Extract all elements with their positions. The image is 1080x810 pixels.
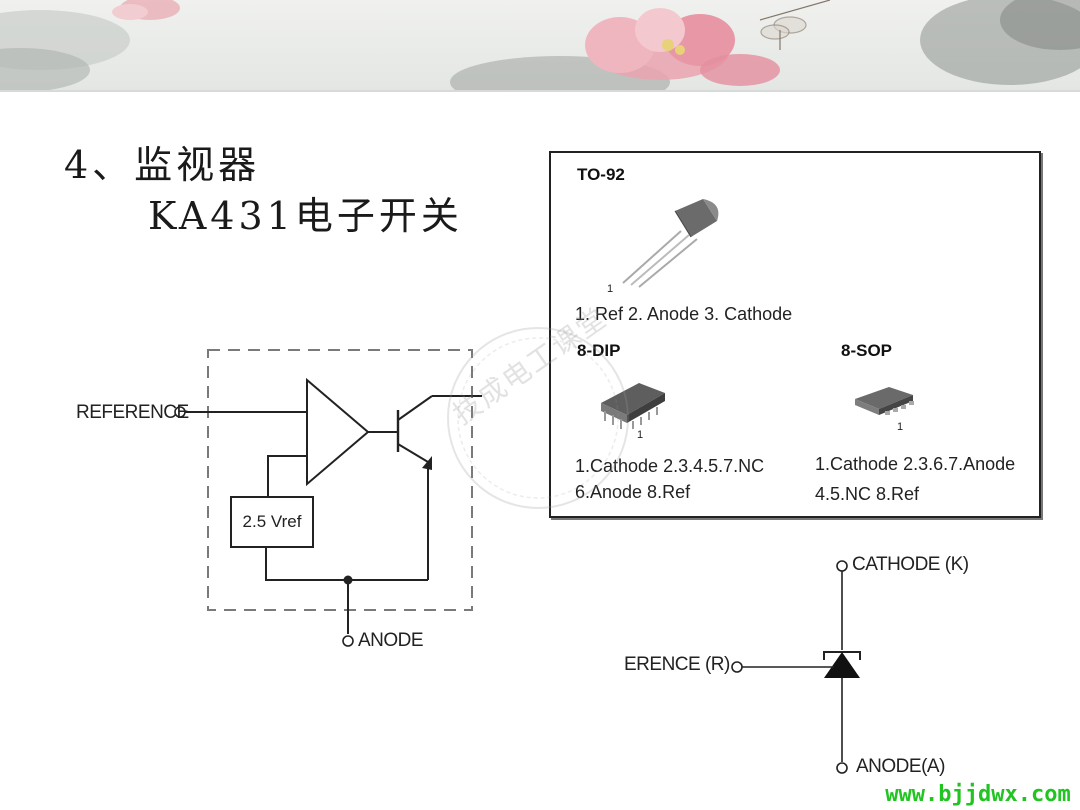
banner-divider [0,90,1080,92]
to92-heading: TO-92 [577,165,625,184]
ground-bus [265,548,428,581]
dip8-pinout-line1: 1.Cathode 2.3.4.5.7.NC [575,456,765,476]
symbol-reference-terminal [731,661,743,673]
reference-label: REFERENCE [76,402,189,423]
symbol-anode-terminal [836,762,848,774]
slide-subtitle: KA431电子开关 [148,194,463,238]
sop8-pinout-line1: 1.Cathode 2.3.6.7.Anode [815,454,1016,474]
anode-terminal [342,635,354,647]
dip8-pinout-line2: 6.Anode 8.Ref [575,482,691,502]
op-amp-triangle [306,377,370,487]
transistor-emitter [397,443,429,463]
cathode-k-label: CATHODE (K) [852,554,969,575]
dip8-package-image [601,383,665,429]
anode-label: ANODE [358,630,424,651]
package-pinout-box: TO-92 1 1. Ref 2. Anode 3. Cathode 8-DIP… [549,151,1041,518]
site-url[interactable]: www.bjjdwx.com [876,780,1080,810]
sop8-pinout-line2: 4.5.NC 8.Ref [815,484,920,504]
anode-a-label: ANODE(A) [856,756,945,777]
dip8-pin1-marker: 1 [637,429,644,441]
lotus-painting-image [0,0,1080,92]
to92-pin1-marker: 1 [607,283,614,295]
diode-triangle [824,652,860,678]
slide-title: 4、监视器 [64,143,261,187]
transistor-collector [397,395,433,421]
sop8-package-image [855,387,914,415]
dip8-heading: 8-DIP [577,341,621,360]
cathode-terminal [836,560,848,572]
watermark-seal [447,327,629,509]
dashed-package-outline [207,349,473,611]
reference-r-label: ERENCE (R) [624,654,730,675]
to92-package-image [622,199,719,288]
sop8-pin1-marker: 1 [897,421,904,433]
to92-pinout: 1. Ref 2. Anode 3. Cathode [575,304,793,324]
vref-block: 2.5 Vref [230,496,314,548]
vref-to-opamp-wire [267,455,307,496]
header-banner [0,0,1080,92]
sop8-heading: 8-SOP [841,341,893,360]
